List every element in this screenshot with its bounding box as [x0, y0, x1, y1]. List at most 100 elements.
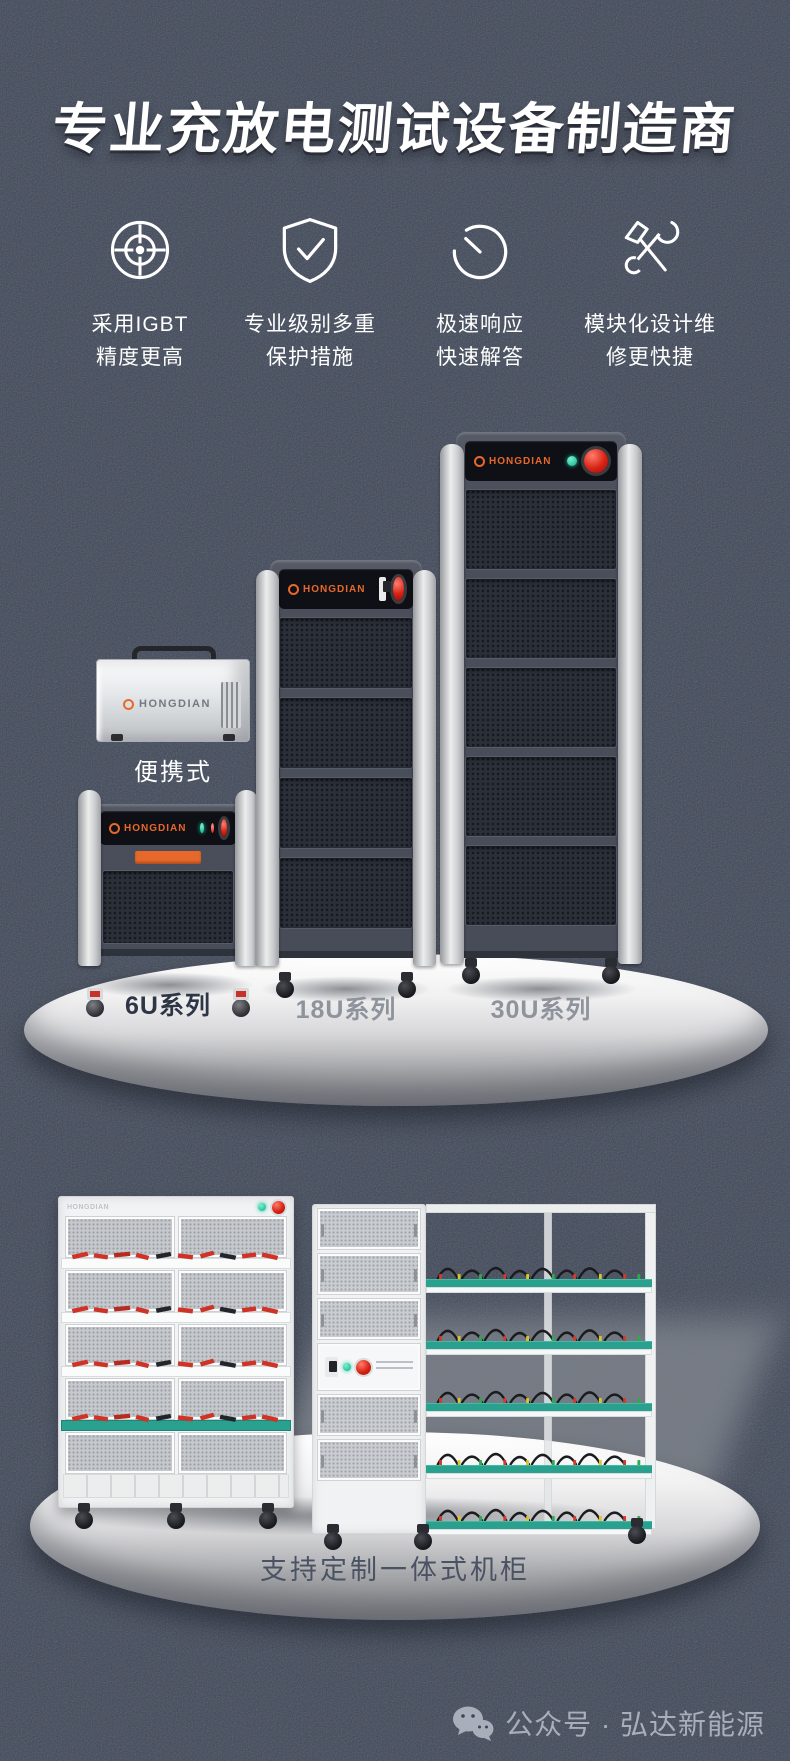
load-module — [318, 1395, 420, 1435]
cabinet-30u: HONGDIAN — [440, 432, 642, 988]
clamp-leads — [66, 1356, 286, 1370]
label-portable: 便携式 — [134, 759, 212, 786]
mesh-panel — [66, 1433, 174, 1473]
feature-caption-line: 快速解答 — [436, 346, 524, 369]
model-sticker — [135, 851, 201, 864]
cable-shelf — [426, 1448, 652, 1479]
mesh-grille — [465, 489, 617, 570]
feature-caption-line: 保护措施 — [266, 346, 354, 369]
control-panel: HONGDIAN — [279, 569, 413, 609]
label-30u-series: 30U系列 — [490, 996, 592, 1024]
emergency-stop-button — [584, 449, 608, 473]
mesh-grille — [465, 578, 617, 659]
load-module — [318, 1254, 420, 1294]
cabinet-rail — [235, 790, 258, 966]
load-module — [318, 1440, 420, 1480]
feature-caption-line: 极速响应 — [436, 313, 524, 336]
feature-protection: 专业级别多重保护措施 — [225, 212, 395, 374]
feature-list: 采用IGBT 精度更高 专业级别多重保护措施 极速响应快速解答 — [55, 212, 735, 374]
brand-logo: HONGDIAN — [474, 455, 551, 467]
clamp-leads — [66, 1302, 286, 1316]
frame-post — [544, 1204, 552, 1528]
page-title: 专业充放电测试设备制造商 — [49, 98, 740, 160]
mesh-panel — [178, 1433, 286, 1473]
power-indicator — [343, 1363, 351, 1371]
load-module — [318, 1299, 420, 1339]
foot — [111, 734, 123, 741]
brand-name: HONGDIAN — [67, 1203, 110, 1211]
test-shelf — [61, 1258, 291, 1269]
vent-grille — [221, 682, 241, 728]
label-18u-series: 18U系列 — [295, 996, 397, 1024]
crosshair-icon — [110, 220, 170, 280]
official-account-label: 公众号 · 弘达新能源 — [505, 1709, 765, 1740]
emergency-stop-button — [221, 819, 227, 837]
power-indicator — [200, 823, 204, 833]
feature-caption: 模块化设计维修更快捷 — [565, 308, 735, 374]
caster-wheel — [460, 958, 482, 988]
feature-caption-line: 精度更高 — [96, 346, 184, 369]
cable-shelf — [426, 1386, 652, 1417]
control-panel: HONGDIAN — [465, 441, 617, 481]
cabinet-body: HONGDIAN — [270, 560, 422, 958]
cabinet-body: HONGDIAN — [93, 804, 243, 956]
shield-check-icon — [282, 217, 338, 283]
brand-logo: HONGDIAN — [288, 583, 366, 595]
mesh-grille — [279, 697, 413, 769]
rack-caption: 支持定制一体式机柜 — [260, 1555, 530, 1585]
emergency-stop-button — [393, 577, 404, 601]
brand-name: HONGDIAN — [303, 583, 366, 595]
brand-logo: HONGDIAN — [123, 698, 211, 710]
brand-mark-icon — [123, 698, 134, 710]
cabinet-body: HONGDIAN — [456, 432, 626, 958]
control-module — [318, 1344, 420, 1390]
caster-wheel — [257, 1503, 279, 1533]
footer: 公众号 · 弘达新能源 — [451, 1703, 765, 1743]
mesh-grille — [102, 870, 234, 944]
feature-caption-line: 专业级别多重 — [244, 313, 376, 336]
wechat-icon — [453, 1706, 494, 1741]
test-shelf-green — [61, 1420, 291, 1431]
feature-response: 极速响应快速解答 — [395, 212, 565, 374]
cabinet-6u: HONGDIAN — [78, 788, 258, 1017]
emergency-stop-button — [356, 1359, 371, 1375]
power-switch — [379, 577, 392, 601]
rack-cabinet-left: HONGDIAN — [58, 1196, 294, 1529]
mesh-grille — [279, 617, 413, 689]
mesh-grille — [279, 857, 413, 929]
feature-caption-line: 采用IGBT — [91, 313, 189, 336]
nameplate — [376, 1361, 413, 1373]
mesh-grille — [279, 777, 413, 849]
mesh-panel-row — [59, 1433, 293, 1473]
control-panel: HONGDIAN — [100, 811, 236, 845]
alarm-indicator — [210, 823, 215, 833]
foot — [223, 734, 235, 741]
clamp-leads — [66, 1248, 286, 1262]
emergency-stop-button — [272, 1200, 285, 1214]
mesh-grille — [465, 667, 617, 748]
rack-base — [63, 1474, 289, 1498]
feature-caption-line: 修更快捷 — [606, 346, 694, 369]
cable-shelf — [426, 1262, 652, 1293]
tools-icon — [624, 220, 680, 275]
feature-caption: 专业级别多重保护措施 — [225, 308, 395, 374]
load-module — [318, 1209, 420, 1249]
clamp-leads — [66, 1410, 286, 1424]
feature-caption: 极速响应快速解答 — [395, 308, 565, 374]
brand-name: HONGDIAN — [139, 698, 211, 710]
caster-wheel — [626, 1518, 648, 1548]
test-shelf — [61, 1366, 291, 1377]
brand-mark-icon — [474, 455, 485, 467]
cable-shelf — [426, 1324, 652, 1355]
test-shelf — [61, 1312, 291, 1323]
feature-caption: 采用IGBT 精度更高 — [55, 308, 225, 374]
power-switch — [325, 1357, 338, 1377]
timer-icon — [452, 224, 508, 280]
brand-mark-icon — [288, 583, 299, 595]
power-indicator — [258, 1203, 266, 1211]
mesh-grille — [465, 756, 617, 837]
caster-wheel — [73, 1503, 95, 1533]
feature-caption-line: 模块化设计维 — [584, 313, 716, 336]
mesh-grille — [465, 845, 617, 926]
